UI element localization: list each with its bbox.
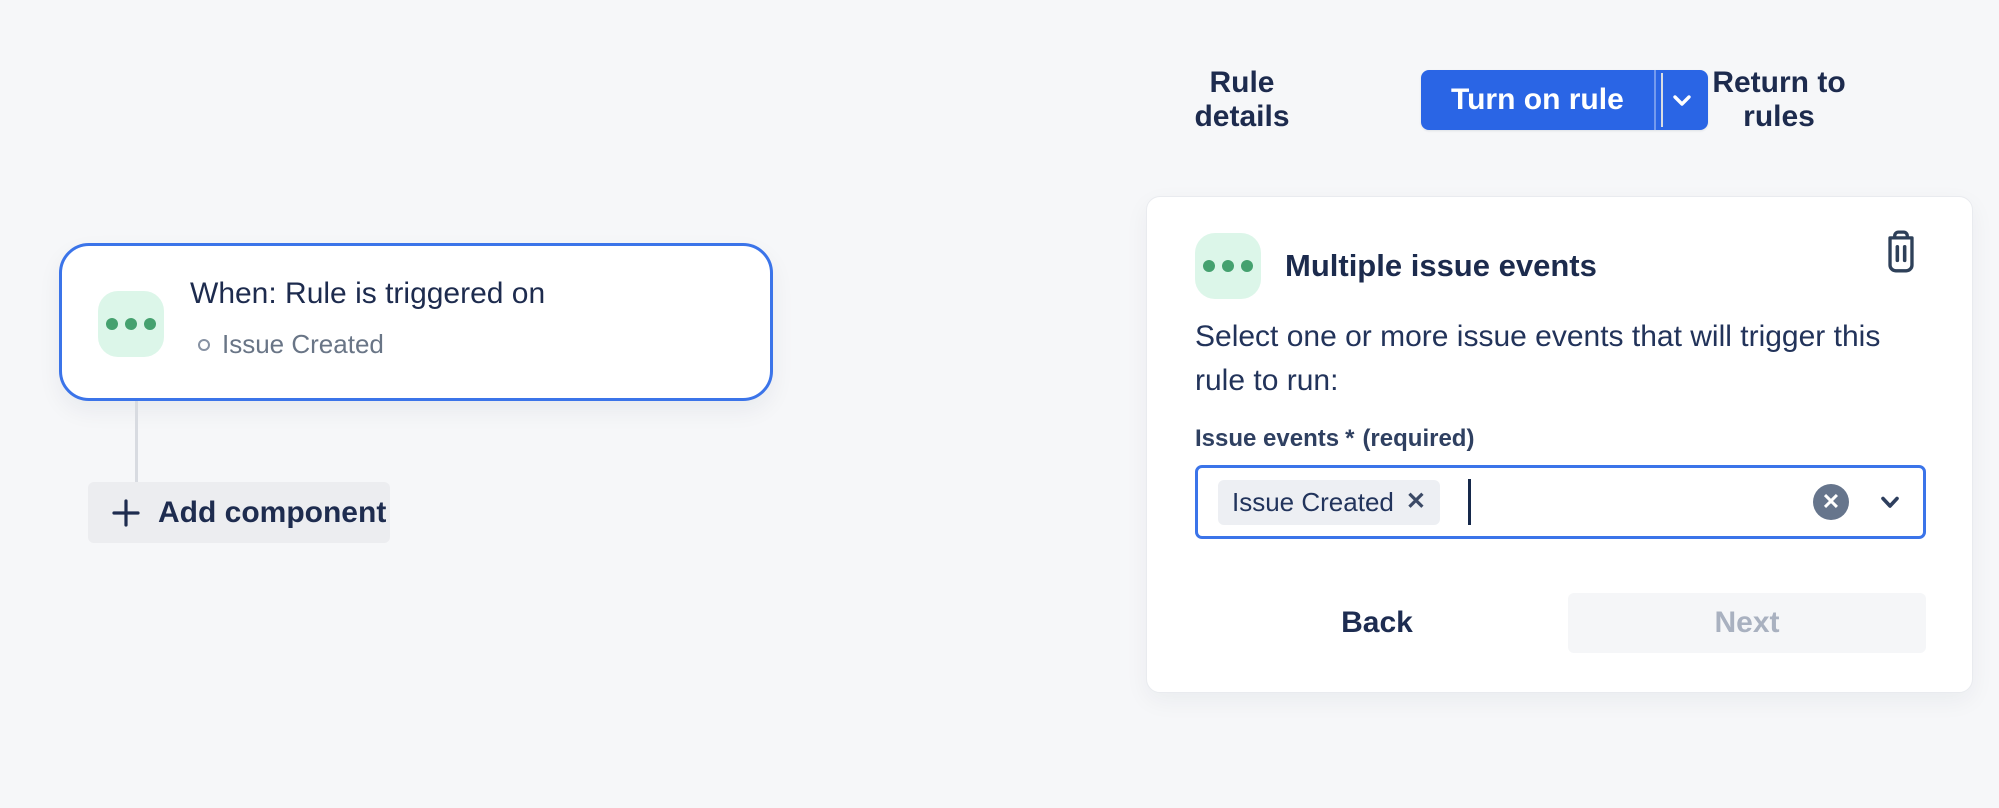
text-cursor xyxy=(1467,479,1471,525)
chevron-down-icon xyxy=(1875,487,1905,517)
trigger-card[interactable]: When: Rule is triggered on Issue Created xyxy=(59,243,773,401)
issue-events-field-label: Issue events* (required) xyxy=(1195,425,1474,453)
tag-remove-icon[interactable]: ✕ xyxy=(1405,488,1426,515)
return-to-rules-button[interactable]: Return to rules xyxy=(1686,66,1872,133)
rule-details-button[interactable]: Rule details xyxy=(1167,66,1317,133)
back-button[interactable]: Back xyxy=(1297,593,1457,653)
field-label-text: Issue events xyxy=(1195,425,1340,452)
flow-connector-line xyxy=(135,401,138,483)
turn-on-rule-split-button: Turn on rule xyxy=(1421,70,1708,130)
chevron-down-icon xyxy=(1669,87,1695,113)
trigger-ellipsis-icon xyxy=(98,291,164,357)
plus-icon xyxy=(110,497,142,529)
add-component-button[interactable]: Add component xyxy=(88,482,390,543)
trash-icon xyxy=(1880,229,1922,275)
turn-on-rule-button[interactable]: Turn on rule xyxy=(1421,70,1654,130)
required-hint: (required) xyxy=(1362,425,1475,452)
add-component-label: Add component xyxy=(158,495,387,529)
delete-component-button[interactable] xyxy=(1876,225,1926,279)
next-button[interactable]: Next xyxy=(1568,593,1926,653)
panel-description: Select one or more issue events that wil… xyxy=(1195,320,1881,397)
trigger-card-subrow: Issue Created xyxy=(198,329,384,360)
trigger-card-title: When: Rule is triggered on xyxy=(190,277,546,310)
open-dropdown-button[interactable] xyxy=(1875,487,1905,517)
issue-events-input[interactable]: Issue Created ✕ ✕ xyxy=(1195,465,1926,539)
toolbar-divider xyxy=(1661,73,1663,127)
selected-event-tag-label: Issue Created xyxy=(1232,486,1394,517)
clear-all-icon[interactable]: ✕ xyxy=(1813,484,1849,520)
selected-event-tag: Issue Created ✕ xyxy=(1218,479,1440,525)
trigger-ellipsis-icon xyxy=(1195,233,1261,299)
required-asterisk: * xyxy=(1345,425,1355,452)
trigger-card-subtitle: Issue Created xyxy=(222,329,384,359)
trigger-config-panel: Multiple issue events Select one or more… xyxy=(1146,196,1973,693)
event-bullet-icon xyxy=(198,338,210,351)
panel-title: Multiple issue events xyxy=(1285,248,1597,283)
